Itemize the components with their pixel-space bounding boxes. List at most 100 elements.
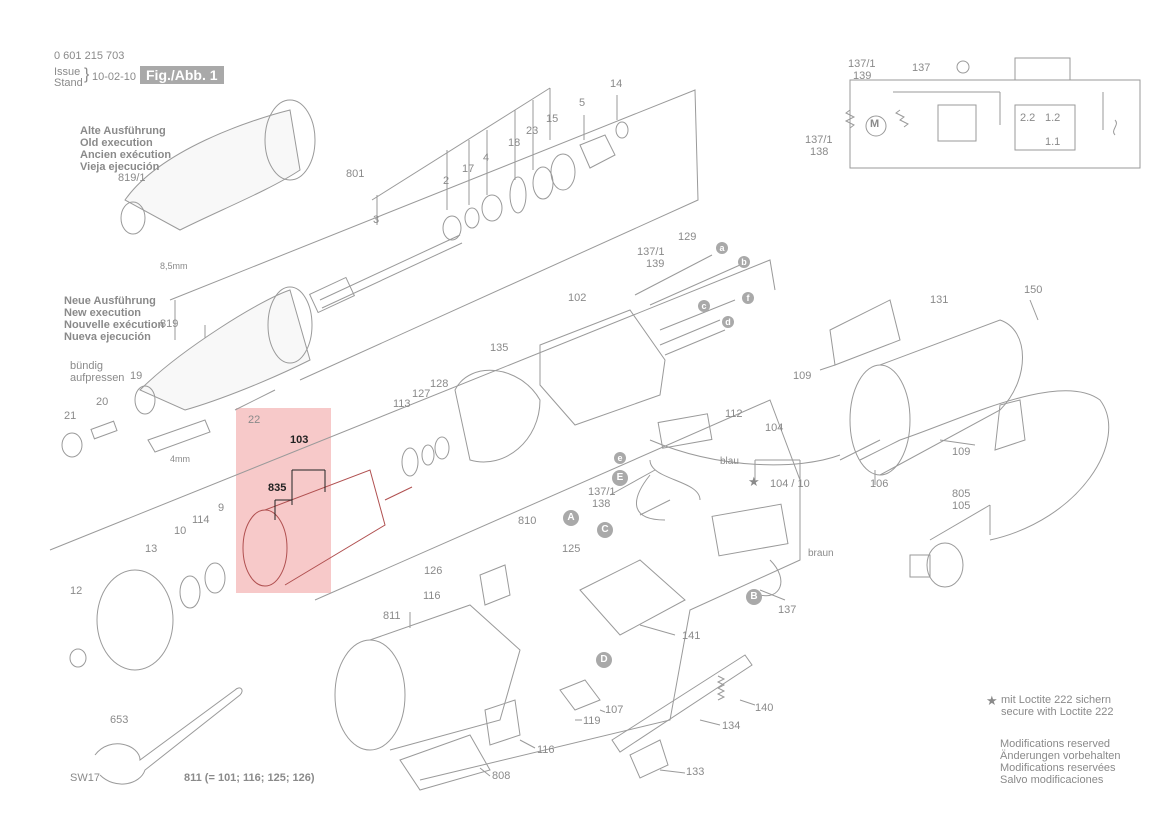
- part-9[interactable]: 9: [218, 502, 225, 514]
- part-801[interactable]: 801: [346, 168, 365, 180]
- connector-e: e: [614, 452, 626, 464]
- part-17[interactable]: 17: [462, 163, 475, 175]
- connector-a: a: [716, 242, 728, 254]
- old-execution-fr: Ancien exécution: [80, 149, 172, 161]
- connector-b: b: [738, 256, 750, 268]
- part-104[interactable]: 104: [765, 422, 784, 434]
- part-15[interactable]: 15: [546, 113, 559, 125]
- part-20[interactable]: 20: [96, 396, 109, 408]
- part-140[interactable]: 140: [755, 702, 774, 714]
- loctite-star-icon: ★: [748, 474, 760, 489]
- part-114[interactable]: 114: [192, 514, 210, 526]
- circle-b: B: [746, 589, 762, 605]
- part-137-lower[interactable]: 137: [778, 604, 797, 616]
- connector-c: c: [698, 300, 710, 312]
- part-3[interactable]: 3: [373, 214, 380, 226]
- part-109-upper[interactable]: 109: [793, 370, 812, 382]
- part-2[interactable]: 2: [443, 175, 450, 187]
- part-119[interactable]: 119: [583, 715, 601, 727]
- part-137-1-lower[interactable]: 137/1: [588, 486, 616, 498]
- schem-137-1: 137/1: [848, 58, 876, 70]
- new-execution-de: Neue Ausführung: [64, 295, 156, 307]
- part-5[interactable]: 5: [579, 97, 586, 109]
- mods-fr: Modifications reservées: [1000, 762, 1116, 774]
- part-125[interactable]: 125: [562, 543, 581, 555]
- part-128[interactable]: 128: [430, 378, 449, 390]
- part-10[interactable]: 10: [174, 525, 187, 537]
- schem-137: 137: [912, 62, 931, 74]
- part-22[interactable]: 22: [248, 414, 261, 426]
- part-126[interactable]: 126: [424, 565, 443, 577]
- new-execution-fr: Nouvelle exécution: [64, 319, 165, 331]
- part-137-1-upper[interactable]: 137/1: [637, 246, 665, 258]
- part-109-lower[interactable]: 109: [952, 446, 971, 458]
- part-819[interactable]: 819: [160, 318, 179, 330]
- circle-d: D: [596, 652, 612, 668]
- schem-contact-2-2: 2.2: [1020, 112, 1036, 124]
- part-4[interactable]: 4: [483, 152, 490, 164]
- dim-lower: 4mm: [170, 454, 190, 464]
- connector-d: d: [722, 316, 734, 328]
- part-138-lower[interactable]: 138: [592, 498, 611, 510]
- part-811[interactable]: 811: [383, 610, 401, 622]
- part-106[interactable]: 106: [870, 478, 889, 490]
- part-134[interactable]: 134: [722, 720, 741, 732]
- wire-color-brown: braun: [808, 548, 834, 559]
- circle-a: A: [563, 510, 579, 526]
- part-19[interactable]: 19: [130, 370, 143, 382]
- part-102[interactable]: 102: [568, 292, 587, 304]
- buendig-label: bündig: [70, 360, 104, 372]
- part-12[interactable]: 12: [70, 585, 83, 597]
- issue-label: Issue: [54, 66, 81, 78]
- part-139-upper[interactable]: 139: [646, 258, 665, 270]
- connector-f: f: [742, 292, 754, 304]
- old-execution-de: Alte Ausführung: [80, 125, 166, 137]
- wiring-schematic: [844, 57, 1141, 169]
- circle-e: E: [612, 470, 628, 486]
- part-653[interactable]: 653: [110, 714, 129, 726]
- schem-motor: M: [870, 118, 880, 130]
- schem-139: 139: [853, 70, 872, 82]
- loctite-note-star-icon: ★: [986, 693, 998, 708]
- mods-es: Salvo modificaciones: [1000, 774, 1104, 786]
- new-execution-es: Nueva ejecución: [64, 331, 151, 343]
- part-18[interactable]: 18: [508, 137, 521, 149]
- part-129[interactable]: 129: [678, 231, 697, 243]
- part-sw17: SW17: [70, 772, 100, 784]
- part-105[interactable]: 105: [952, 500, 971, 512]
- part-810[interactable]: 810: [518, 515, 537, 527]
- part-103-selected[interactable]: 103: [290, 434, 309, 446]
- part-113[interactable]: 113: [393, 398, 411, 410]
- aufpressen-label: aufpressen: [70, 372, 125, 384]
- part-835-selected[interactable]: 835: [268, 482, 287, 494]
- figure-title: Fig./Abb. 1: [140, 66, 224, 84]
- part-135[interactable]: 135: [490, 342, 509, 354]
- part-805[interactable]: 805: [952, 488, 971, 500]
- doc-number: 0 601 215 703: [54, 50, 125, 62]
- part-133[interactable]: 133: [686, 766, 705, 778]
- part-811-note: 811 (= 101; 116; 125; 126): [184, 772, 315, 784]
- part-131[interactable]: 131: [930, 294, 949, 306]
- mods-de: Änderungen vorbehalten: [1000, 750, 1121, 762]
- part-112[interactable]: 112: [725, 408, 743, 420]
- part-23[interactable]: 23: [526, 125, 539, 137]
- part-819-1[interactable]: 819/1: [118, 172, 146, 184]
- part-127[interactable]: 127: [412, 388, 431, 400]
- part-13[interactable]: 13: [145, 543, 158, 555]
- part-104-10[interactable]: 104 / 10: [770, 478, 810, 490]
- part-150[interactable]: 150: [1024, 284, 1043, 296]
- part-116-lower[interactable]: 116: [537, 744, 555, 756]
- issue-date: 10-02-10: [92, 71, 137, 83]
- circle-c: C: [597, 522, 613, 538]
- part-141[interactable]: 141: [682, 630, 701, 642]
- schem-138: 138: [810, 146, 829, 158]
- new-execution-en: New execution: [64, 307, 142, 319]
- part-116-upper[interactable]: 116: [423, 590, 441, 602]
- old-execution-en: Old execution: [80, 137, 153, 149]
- part-14[interactable]: 14: [610, 78, 623, 90]
- part-107[interactable]: 107: [605, 704, 624, 716]
- part-21[interactable]: 21: [64, 410, 77, 422]
- part-808[interactable]: 808: [492, 770, 511, 782]
